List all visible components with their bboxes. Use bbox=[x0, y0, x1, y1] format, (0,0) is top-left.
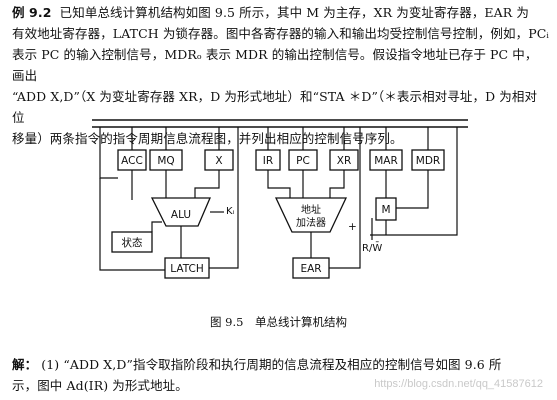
watermark: https://blog.csdn.net/qq_41587612 bbox=[374, 378, 543, 390]
mar-label: MAR bbox=[374, 155, 398, 167]
ear-label: EAR bbox=[300, 263, 321, 275]
alu-unit bbox=[150, 197, 211, 227]
status-register bbox=[111, 231, 153, 253]
problem-line-2: 有效地址寄存器，LATCH 为锁存器。图中各寄存器的输入和输出均受控制信号控制，… bbox=[12, 26, 550, 41]
mq-label: MQ bbox=[157, 155, 174, 167]
acc-label: ACC bbox=[121, 155, 143, 167]
pc-label: PC bbox=[296, 155, 310, 167]
address-adder bbox=[274, 197, 348, 233]
problem-paragraph: 例 9.2 已知单总线计算机结构如图 9.5 所示，其中 M 为主存，XR 为变… bbox=[12, 2, 549, 149]
problem-line-4: “ADD X,D”（X 为变址寄存器 XR，D 为形式地址）和“STA ＊D”（… bbox=[12, 89, 538, 125]
m-label: M bbox=[381, 204, 390, 216]
solution-paragraph: 解： (1) “ADD X,D”指令取指阶段和执行周期的信息流程及相应的控制信号… bbox=[12, 354, 549, 396]
rw-label: R/W̄ bbox=[362, 241, 382, 254]
status-label: 状态 bbox=[122, 236, 143, 249]
adder-label-2: 加法器 bbox=[296, 216, 326, 229]
adder-label-1: 地址 bbox=[301, 203, 321, 216]
xr-label: XR bbox=[337, 155, 352, 167]
alu-label: ALU bbox=[171, 209, 191, 221]
solution-line-1: (1) “ADD X,D”指令取指阶段和执行周期的信息流程及相应的控制信号如图 … bbox=[41, 357, 502, 372]
problem-line-3: 表示 PC 的输入控制信号，MDRₒ 表示 MDR 的输出控制信号。假设指令地址… bbox=[12, 47, 538, 83]
acc-input-wire bbox=[99, 127, 118, 179]
ki-label: Kᵢ bbox=[226, 206, 235, 217]
problem-line-1: 已知单总线计算机结构如图 9.5 所示，其中 M 为主存，XR 为变址寄存器，E… bbox=[59, 5, 529, 20]
bus-to-m-wire bbox=[370, 127, 458, 236]
ir-label: IR bbox=[263, 155, 273, 167]
mdr-label: MDR bbox=[416, 155, 440, 167]
solution-line-2: 示，图中 Ad(IR) 为形式地址。 bbox=[12, 378, 188, 393]
solution-label: 解： bbox=[12, 357, 38, 372]
latch-label: LATCH bbox=[170, 263, 203, 275]
problem-line-5: 移量）两条指令的指令周期信息流程图，并列出相应的控制信号序列。 bbox=[12, 131, 403, 146]
example-label: 例 9.2 bbox=[12, 5, 52, 20]
figure-caption: 图 9.5 单总线计算机结构 bbox=[210, 315, 347, 329]
adder-plus-label: + bbox=[348, 221, 357, 233]
latch-return-wire bbox=[99, 178, 165, 271]
x-label: X bbox=[215, 155, 222, 167]
